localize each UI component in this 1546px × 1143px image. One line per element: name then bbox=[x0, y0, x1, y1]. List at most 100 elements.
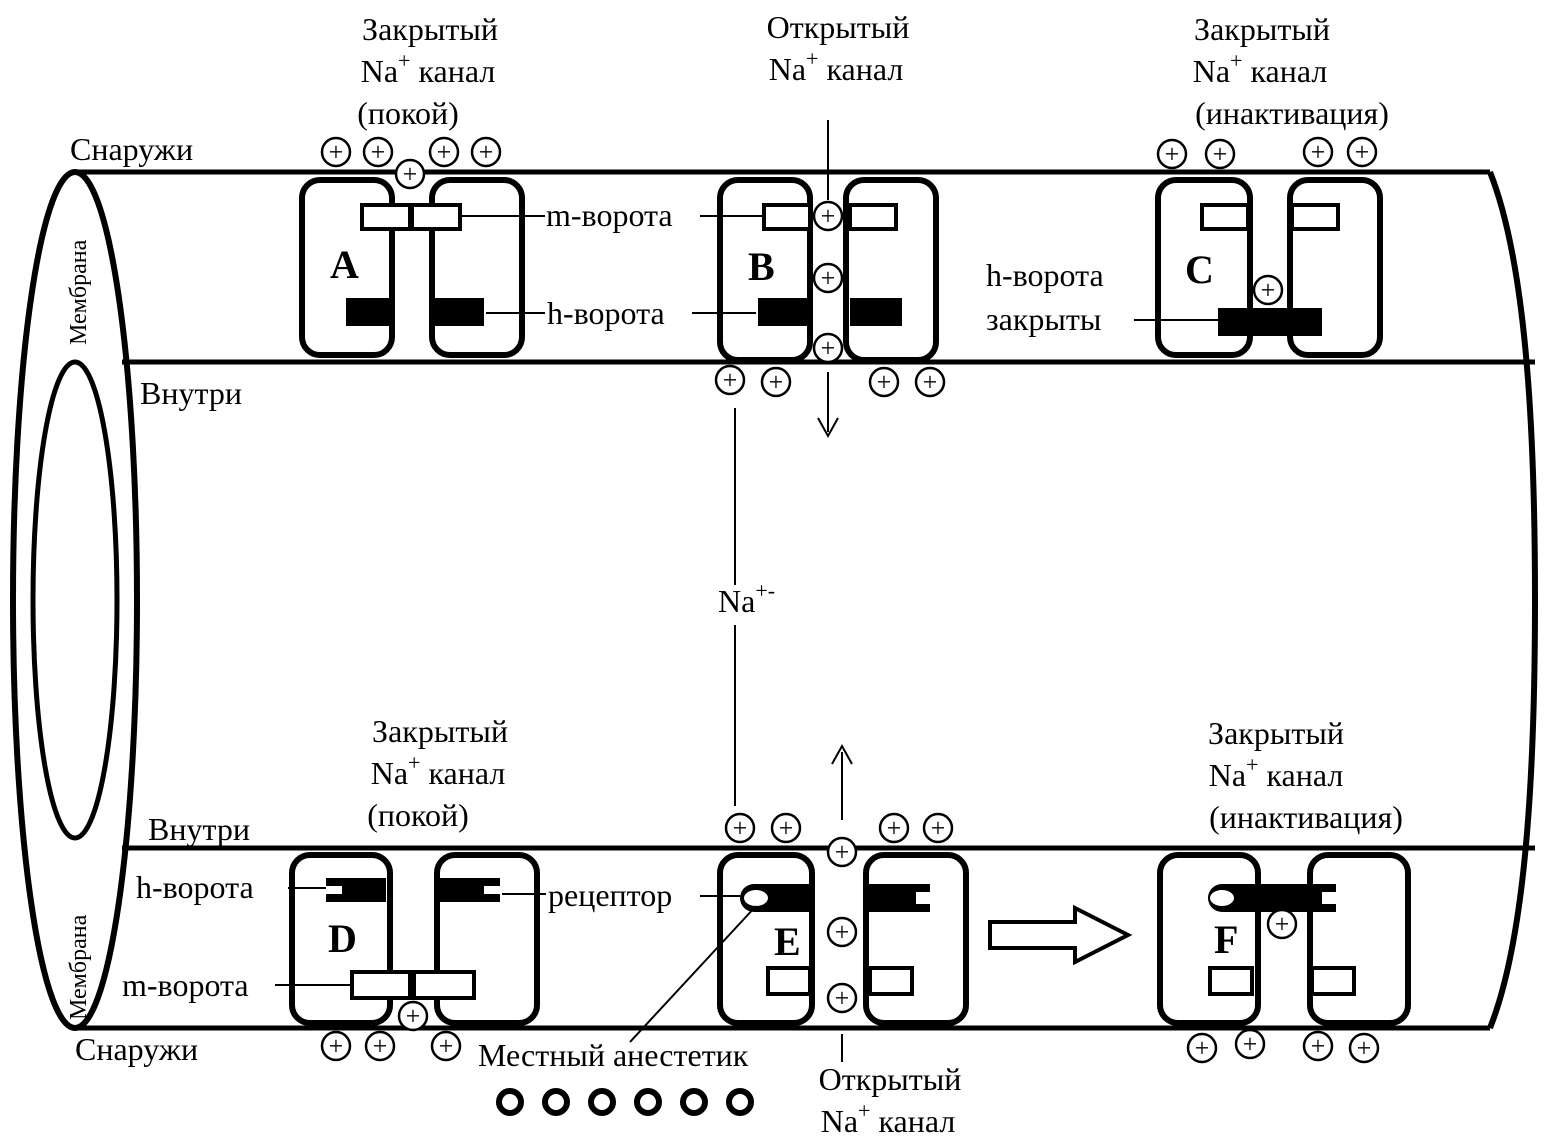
channel-a: A bbox=[302, 180, 522, 355]
m-gate-a-right bbox=[412, 205, 460, 229]
svg-text:+: + bbox=[329, 1032, 344, 1061]
channel-letter-e: E bbox=[774, 919, 801, 964]
h-gate-b-left bbox=[758, 298, 810, 326]
ion-c-1: + bbox=[1158, 140, 1186, 169]
m-gate-c-right bbox=[1292, 205, 1338, 229]
m-gate-c-left bbox=[1202, 205, 1248, 229]
h-gate-a-right bbox=[432, 298, 484, 326]
ion-a-2: + bbox=[364, 138, 392, 167]
na-ion-flow-label: Na+- bbox=[718, 578, 775, 619]
svg-text:(инактивация): (инактивация) bbox=[1209, 799, 1403, 835]
ion-e-4: + bbox=[924, 814, 952, 843]
svg-text:+: + bbox=[723, 366, 738, 395]
svg-text:+: + bbox=[1275, 910, 1290, 939]
ion-d-2: + bbox=[366, 1032, 394, 1061]
channel-letter-b: B bbox=[748, 244, 775, 289]
svg-text:+: + bbox=[835, 984, 850, 1013]
ion-e-1: + bbox=[726, 814, 754, 843]
svg-text:+: + bbox=[437, 138, 452, 167]
ion-d-4: + bbox=[432, 1032, 460, 1061]
svg-text:+: + bbox=[1355, 138, 1370, 167]
svg-text:Na+канал: Na+канал bbox=[1209, 752, 1344, 793]
receptor-site-f bbox=[1210, 890, 1234, 906]
m-gate-a-left bbox=[362, 205, 410, 229]
svg-text:Закрытый: Закрытый bbox=[1208, 715, 1344, 751]
m-gate-f-left bbox=[1210, 968, 1252, 994]
svg-text:+: + bbox=[1165, 140, 1180, 169]
channel-d: D bbox=[292, 855, 537, 1023]
ion-b-4: + bbox=[716, 366, 744, 395]
ion-a-5: + bbox=[472, 138, 500, 167]
inside-label-bottom: Внутри bbox=[148, 811, 250, 847]
svg-text:+: + bbox=[329, 138, 344, 167]
svg-text:Закрытый: Закрытый bbox=[362, 11, 498, 47]
m-gate-f-right bbox=[1312, 968, 1354, 994]
m-gate-d-right bbox=[414, 972, 474, 998]
svg-text:Закрытый: Закрытый bbox=[1194, 11, 1330, 47]
h-gate-b-right bbox=[850, 298, 902, 326]
ion-f-3: + bbox=[1236, 1030, 1264, 1059]
m-gate-e-left bbox=[768, 968, 810, 994]
svg-text:+: + bbox=[371, 138, 386, 167]
m-gate-e-right bbox=[870, 968, 912, 994]
h-gate-closed-label-1: h-ворота bbox=[986, 257, 1104, 293]
caption-a: Закрытый Na+канал (покой) bbox=[357, 11, 498, 131]
m-gate-b-left bbox=[764, 205, 810, 229]
ion-b-1: + bbox=[814, 202, 842, 231]
svg-text:Na+канал: Na+канал bbox=[769, 46, 904, 87]
caption-c: Закрытый Na+канал (инактивация) bbox=[1193, 11, 1389, 131]
m-gate-d-left bbox=[352, 972, 410, 998]
svg-text:+: + bbox=[1213, 140, 1228, 169]
anesthetic-molecules bbox=[499, 1091, 751, 1113]
h-gate-label-top: h-ворота bbox=[547, 295, 665, 331]
svg-text:Na+канал: Na+канал bbox=[1193, 48, 1328, 89]
svg-text:+: + bbox=[931, 814, 946, 843]
channel-letter-a: A bbox=[330, 242, 359, 287]
ion-a-3: + bbox=[396, 160, 424, 189]
m-gate-label-bottom: m-ворота bbox=[122, 967, 249, 1003]
ion-d-1: + bbox=[322, 1032, 350, 1061]
ion-a-4: + bbox=[430, 138, 458, 167]
inside-label-top: Внутри bbox=[140, 375, 242, 411]
svg-text:+: + bbox=[821, 334, 836, 363]
svg-text:Открытый: Открытый bbox=[767, 9, 910, 45]
svg-text:+: + bbox=[479, 138, 494, 167]
ion-c-5: + bbox=[1254, 276, 1282, 305]
svg-text:+: + bbox=[1261, 276, 1276, 305]
ion-b-7: + bbox=[916, 368, 944, 397]
svg-text:+: + bbox=[821, 202, 836, 231]
svg-text:+: + bbox=[923, 368, 938, 397]
ion-e-6: + bbox=[828, 918, 856, 947]
svg-text:+: + bbox=[1243, 1030, 1258, 1059]
ion-e-5: + bbox=[828, 838, 856, 867]
caption-d: Закрытый Na+канал (покой) bbox=[367, 713, 508, 833]
ion-e-3: + bbox=[880, 814, 908, 843]
local-anesthetic-label: Местный анестетик bbox=[478, 1037, 749, 1073]
m-gate-label-top: m-ворота bbox=[546, 197, 673, 233]
outside-label-bottom: Снаружи bbox=[75, 1031, 198, 1067]
svg-text:Открытый: Открытый bbox=[819, 1061, 962, 1097]
svg-text:+: + bbox=[1311, 138, 1326, 167]
receptor-label: рецептор bbox=[548, 877, 672, 913]
membrane-label-bottom: Мембрана bbox=[66, 914, 92, 1020]
ion-f-5: + bbox=[1350, 1034, 1378, 1063]
ion-e-2: + bbox=[772, 814, 800, 843]
channel-letter-f: F bbox=[1214, 917, 1238, 962]
channel-letter-c: C bbox=[1185, 247, 1214, 292]
svg-text:(инактивация): (инактивация) bbox=[1195, 95, 1389, 131]
svg-text:+: + bbox=[403, 160, 418, 189]
svg-text:+: + bbox=[1311, 1032, 1326, 1061]
svg-text:+: + bbox=[835, 838, 850, 867]
ion-e-7: + bbox=[828, 984, 856, 1013]
h-gate-a-left bbox=[346, 298, 394, 326]
ion-c-4: + bbox=[1348, 138, 1376, 167]
svg-text:+: + bbox=[887, 814, 902, 843]
channel-c: C bbox=[1158, 180, 1380, 355]
ion-f-2: + bbox=[1188, 1034, 1216, 1063]
svg-text:Na+канал: Na+канал bbox=[821, 1098, 956, 1139]
ion-b-3: + bbox=[814, 334, 842, 363]
ion-b-2: + bbox=[814, 264, 842, 293]
membrane-label-top: Мембрана bbox=[66, 239, 92, 345]
svg-text:+: + bbox=[1195, 1034, 1210, 1063]
